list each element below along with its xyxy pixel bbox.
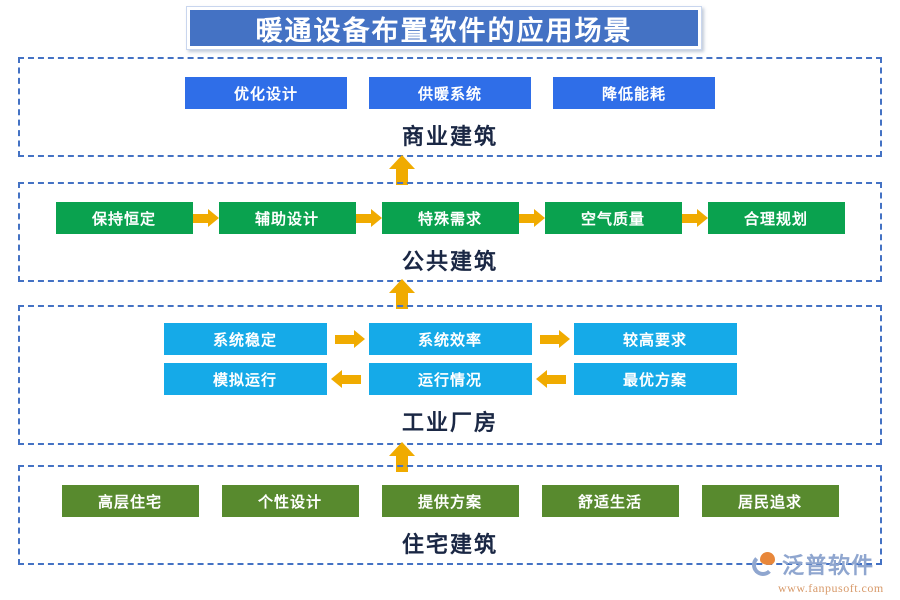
logo-name: 泛普软件 — [782, 553, 875, 578]
arrow-shaft — [396, 454, 408, 472]
section-label-industrial: 工业厂房 — [401, 410, 498, 435]
arrow-left-icon — [327, 370, 369, 388]
node-public-4[interactable]: 空气质量 — [544, 202, 682, 234]
node-industrial-5[interactable]: 运行情况 — [368, 363, 532, 395]
section-label-commercial: 商业建筑 — [401, 124, 498, 149]
node-row-industrial-1: 系统稳定 系统效率 较高要求 — [20, 323, 880, 355]
node-public-1[interactable]: 保持恒定 — [55, 202, 193, 234]
connector-arrow-up-public-industrial — [389, 279, 415, 309]
page-title: 暖通设备布置软件的应用场景 — [255, 15, 633, 46]
watermark-logo: 泛普软件 www.fanpusoft.com — [752, 548, 892, 595]
arrow-shaft — [396, 291, 408, 309]
node-residential-5[interactable]: 居民追求 — [701, 485, 839, 517]
section-label-public: 公共建筑 — [401, 249, 498, 274]
logo-url: www.fanpusoft.com — [778, 581, 884, 595]
arrow-left-icon — [532, 370, 574, 388]
arrow-shaft — [396, 167, 408, 185]
arrow-right-icon — [681, 209, 708, 227]
arrow-right-icon — [532, 330, 574, 348]
node-residential-2[interactable]: 个性设计 — [221, 485, 359, 517]
node-residential-4[interactable]: 舒适生活 — [541, 485, 679, 517]
node-row-industrial-2: 模拟运行 运行情况 最优方案 — [20, 363, 880, 395]
node-industrial-4[interactable]: 模拟运行 — [163, 363, 327, 395]
node-commercial-3[interactable]: 降低能耗 — [553, 77, 715, 109]
arrow-right-icon — [327, 330, 369, 348]
section-panel-residential: 高层住宅 个性设计 提供方案 舒适生活 居民追求 住宅建筑 — [18, 465, 882, 565]
arrow-right-icon — [192, 209, 219, 227]
node-industrial-3[interactable]: 较高要求 — [573, 323, 737, 355]
node-row-residential-1: 高层住宅 个性设计 提供方案 舒适生活 居民追求 — [20, 485, 880, 517]
arrow-right-icon — [355, 209, 382, 227]
node-commercial-1[interactable]: 优化设计 — [185, 77, 347, 109]
title-banner: 暖通设备布置软件的应用场景 — [186, 6, 702, 50]
section-panel-industrial: 系统稳定 系统效率 较高要求 模拟运行 运行情况 最优方案 工业厂房 — [18, 305, 882, 445]
node-public-5[interactable]: 合理规划 — [707, 202, 845, 234]
title-banner-fill: 暖通设备布置软件的应用场景 — [190, 10, 698, 46]
node-commercial-2[interactable]: 供暖系统 — [369, 77, 531, 109]
logo-row: 泛普软件 — [752, 548, 892, 580]
connector-arrow-up-industrial-residential — [389, 442, 415, 472]
node-public-3[interactable]: 特殊需求 — [381, 202, 519, 234]
node-industrial-6[interactable]: 最优方案 — [573, 363, 737, 395]
connector-arrow-up-commercial-public — [389, 155, 415, 185]
section-label-residential: 住宅建筑 — [401, 532, 498, 557]
fanpu-logo-icon — [752, 551, 778, 577]
node-public-2[interactable]: 辅助设计 — [218, 202, 356, 234]
section-panel-commercial: 优化设计 供暖系统 降低能耗 商业建筑 — [18, 57, 882, 157]
node-industrial-2[interactable]: 系统效率 — [368, 323, 532, 355]
node-industrial-1[interactable]: 系统稳定 — [163, 323, 327, 355]
arrow-head-icon — [389, 279, 415, 293]
section-panel-public: 保持恒定 辅助设计 特殊需求 空气质量 合理规划 公共建筑 — [18, 182, 882, 282]
node-row-public-1: 保持恒定 辅助设计 特殊需求 空气质量 合理规划 — [20, 202, 880, 234]
arrow-head-icon — [389, 442, 415, 456]
arrow-head-icon — [389, 155, 415, 169]
node-residential-3[interactable]: 提供方案 — [381, 485, 519, 517]
node-residential-1[interactable]: 高层住宅 — [61, 485, 199, 517]
arrow-right-icon — [518, 209, 545, 227]
node-row-commercial-1: 优化设计 供暖系统 降低能耗 — [20, 77, 880, 109]
